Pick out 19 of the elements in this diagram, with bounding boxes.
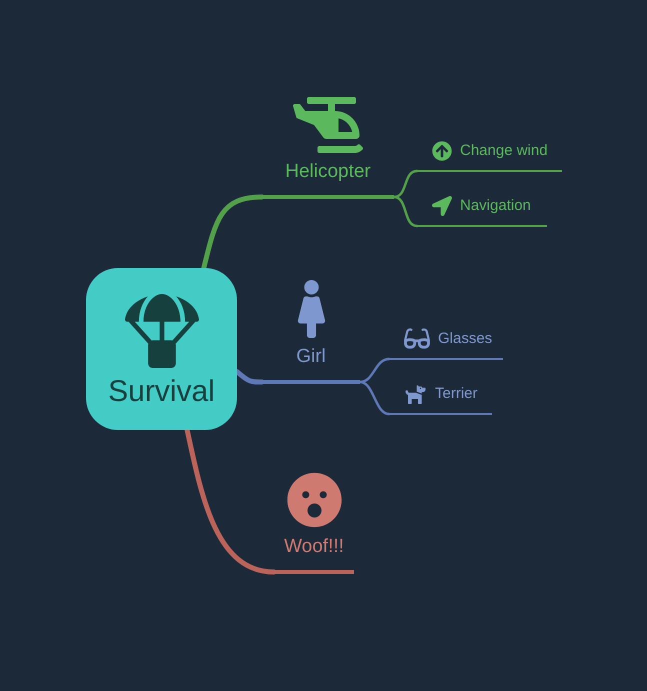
branch-line bbox=[234, 369, 264, 384]
topic-label: Helicopter bbox=[285, 161, 371, 184]
branch-line bbox=[358, 380, 390, 416]
central-topic-box bbox=[86, 268, 237, 430]
topic-label: Terrier bbox=[435, 384, 478, 402]
subtopic bbox=[417, 139, 562, 172]
branch-line bbox=[201, 194, 264, 270]
subtopic bbox=[417, 194, 547, 227]
branch-line bbox=[358, 358, 390, 384]
branch-line bbox=[184, 428, 276, 574]
central-topic-label: Survival bbox=[108, 374, 215, 410]
topic-label: Girl bbox=[296, 346, 326, 369]
topic-label: Glasses bbox=[438, 330, 492, 348]
topic-label: Woof!!! bbox=[284, 536, 344, 559]
branch-line bbox=[392, 196, 418, 228]
branch-line bbox=[392, 170, 418, 198]
topic-label: Change wind bbox=[460, 142, 548, 160]
subtopic bbox=[389, 327, 503, 360]
topic-label: Navigation bbox=[460, 196, 531, 214]
